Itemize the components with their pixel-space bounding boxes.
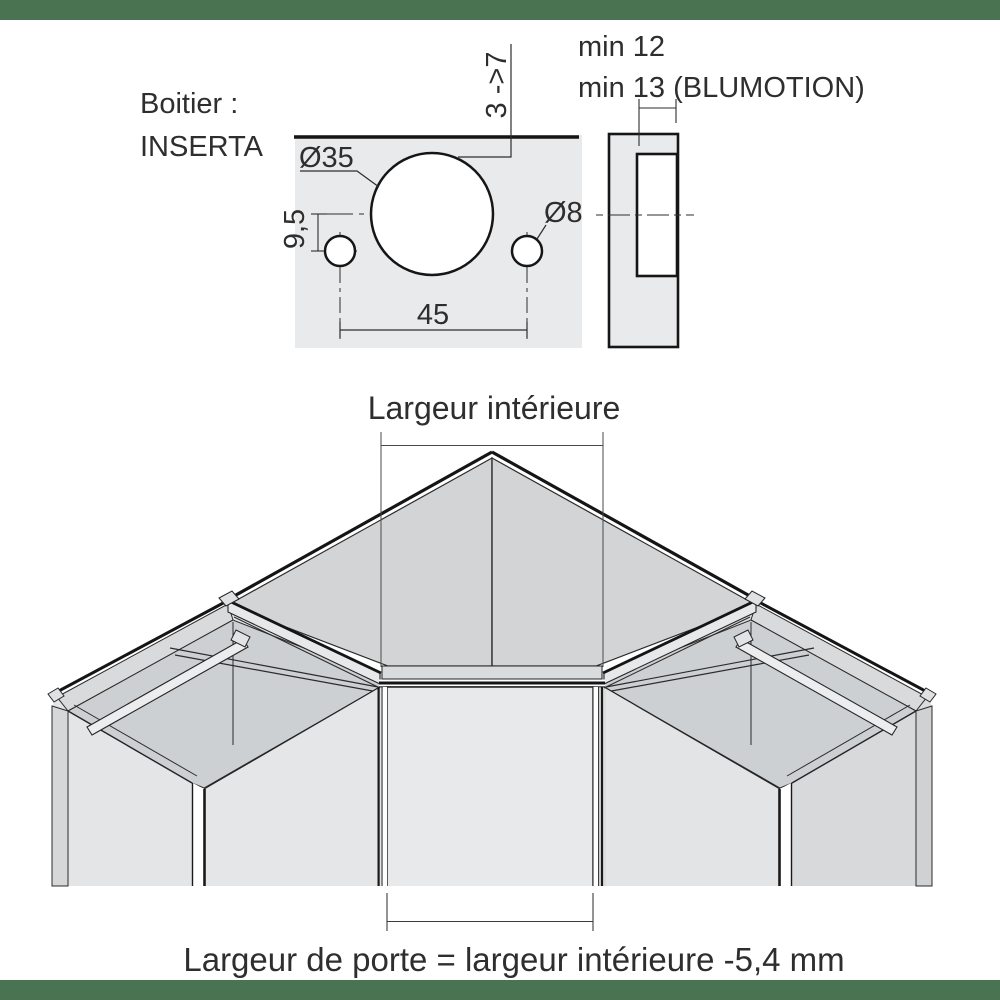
dowel-diameter-leader [536, 224, 547, 240]
right-stretcher-rail [735, 638, 898, 736]
right-corner-reveal [780, 783, 791, 886]
right-outer-strip [915, 705, 933, 887]
inner-width-label: Largeur intérieure [368, 390, 621, 426]
left-stretcher-rail [86, 638, 249, 736]
left-corner-reveal [193, 783, 204, 886]
left-back-edge-thick [54, 599, 228, 695]
dowel-hole-left [323, 234, 357, 268]
right-stretcher-cap [733, 629, 754, 648]
panel-side-view [596, 99, 694, 349]
right-flank-edge [605, 687, 781, 790]
left-front-flank [204, 688, 378, 886]
left-front-top-edge [67, 710, 193, 784]
cup-diameter-leader [300, 170, 380, 188]
left-stretcher-cap [230, 629, 251, 648]
right-corner-notch [919, 687, 937, 703]
housing-label-line2: INSERTA [140, 131, 264, 163]
left-junction-rail-shadow [233, 616, 381, 689]
right-front-flank [606, 688, 780, 886]
right-back-edge-thick [756, 599, 930, 695]
min-depth-label-1: min 12 [578, 31, 665, 63]
right-front-top-edge [791, 710, 917, 784]
door-reveal-left [383, 687, 387, 886]
min-depth-label-2: min 13 (BLUMOTION) [578, 72, 865, 104]
center-door [386, 686, 594, 886]
top-accent-bar [0, 0, 1000, 20]
cup-distance-label: 9,5 [279, 209, 311, 249]
left-front-inner-edge [73, 704, 198, 777]
right-junction-rail-shadow [603, 616, 751, 689]
hinge-drilling-front-view [294, 44, 582, 348]
center-top-band [381, 665, 603, 680]
left-corner-notch [47, 687, 65, 703]
left-cabinet-front-face [68, 711, 192, 886]
door-width-formula: Largeur de porte = largeur intérieure -5… [183, 941, 844, 978]
roof-edge-thick-left [226, 450, 493, 602]
hole-spacing-label: 45 [417, 299, 449, 331]
right-junction-rail-edge [602, 598, 758, 675]
right-junction-notch [744, 590, 766, 607]
dowel-diameter-label: Ø8 [544, 197, 583, 229]
left-flank-edge [203, 687, 379, 790]
left-junction-rail-edge [226, 598, 382, 675]
left-wing-edge-1 [169, 647, 379, 688]
cup-diameter-label: Ø35 [299, 142, 354, 174]
roof-edge-thick-right [491, 450, 758, 602]
bottom-accent-bar [0, 980, 1000, 1000]
housing-label-line1: Boitier : [140, 88, 238, 120]
corner-cabinet-drawing [47, 432, 937, 931]
right-front-inner-edge [786, 704, 911, 777]
right-wing-edge-1 [605, 647, 815, 688]
dowel-hole-right [510, 234, 544, 268]
cup-hole-35 [369, 151, 495, 277]
right-cabinet-front-face [792, 711, 916, 886]
left-junction-notch [218, 590, 240, 607]
door-reveal-right [593, 687, 598, 886]
gap-range-label: 3 ->7 [481, 52, 513, 119]
left-outer-strip [51, 705, 69, 887]
gap-range-leader [458, 44, 512, 158]
